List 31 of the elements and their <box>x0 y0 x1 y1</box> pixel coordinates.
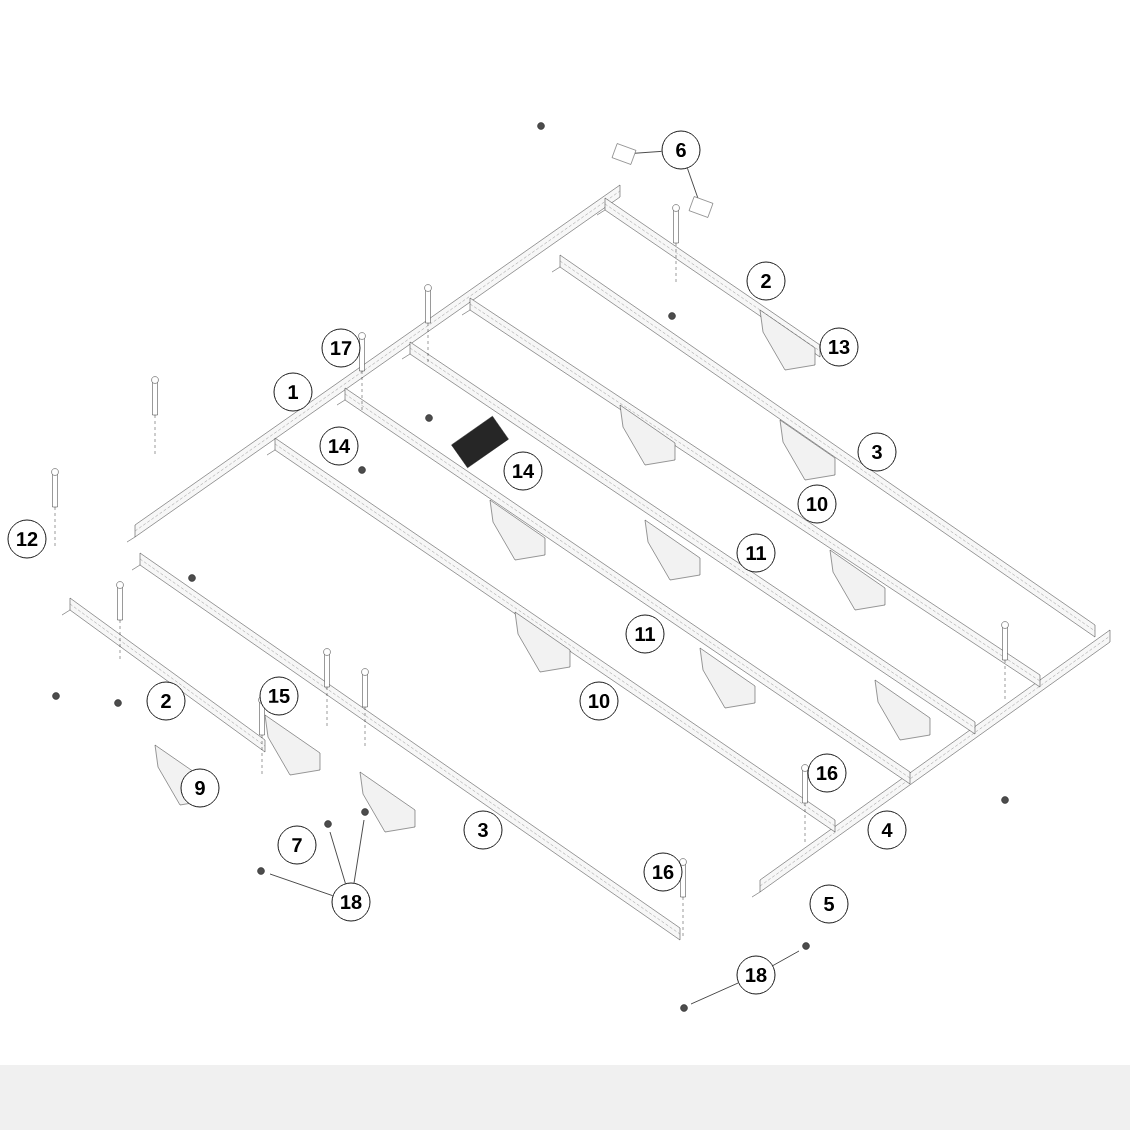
callout-number: 1 <box>273 372 313 412</box>
callout-number: 7 <box>277 825 317 865</box>
clip-plate <box>611 143 637 165</box>
callout-number: 4 <box>867 810 907 850</box>
callout-number: 15 <box>259 676 299 716</box>
callout-number: 2 <box>746 261 786 301</box>
callout-number: 2 <box>146 681 186 721</box>
leader-line <box>353 819 365 884</box>
callout-number: 10 <box>579 681 619 721</box>
callout-number: 3 <box>463 810 503 850</box>
callout-number: 11 <box>625 614 665 654</box>
leader-line <box>634 151 662 154</box>
callout-number: 10 <box>797 484 837 524</box>
callout-number: 11 <box>736 533 776 573</box>
callout-number: 18 <box>331 882 371 922</box>
callout-number: 13 <box>819 327 859 367</box>
callout-number: 17 <box>321 328 361 368</box>
callout-number: 12 <box>7 519 47 559</box>
leader-line <box>329 831 346 884</box>
leader-line <box>772 950 800 966</box>
callout-number: 9 <box>180 768 220 808</box>
leader-line <box>269 873 333 896</box>
leader-line <box>690 982 739 1005</box>
callout-number: 6 <box>661 130 701 170</box>
callout-number: 3 <box>857 432 897 472</box>
leader-line <box>687 168 699 198</box>
callout-number: 5 <box>809 884 849 924</box>
clip-plate <box>688 196 714 218</box>
callout-number: 14 <box>319 426 359 466</box>
callout-number: 18 <box>736 955 776 995</box>
callout-number: 14 <box>503 451 543 491</box>
